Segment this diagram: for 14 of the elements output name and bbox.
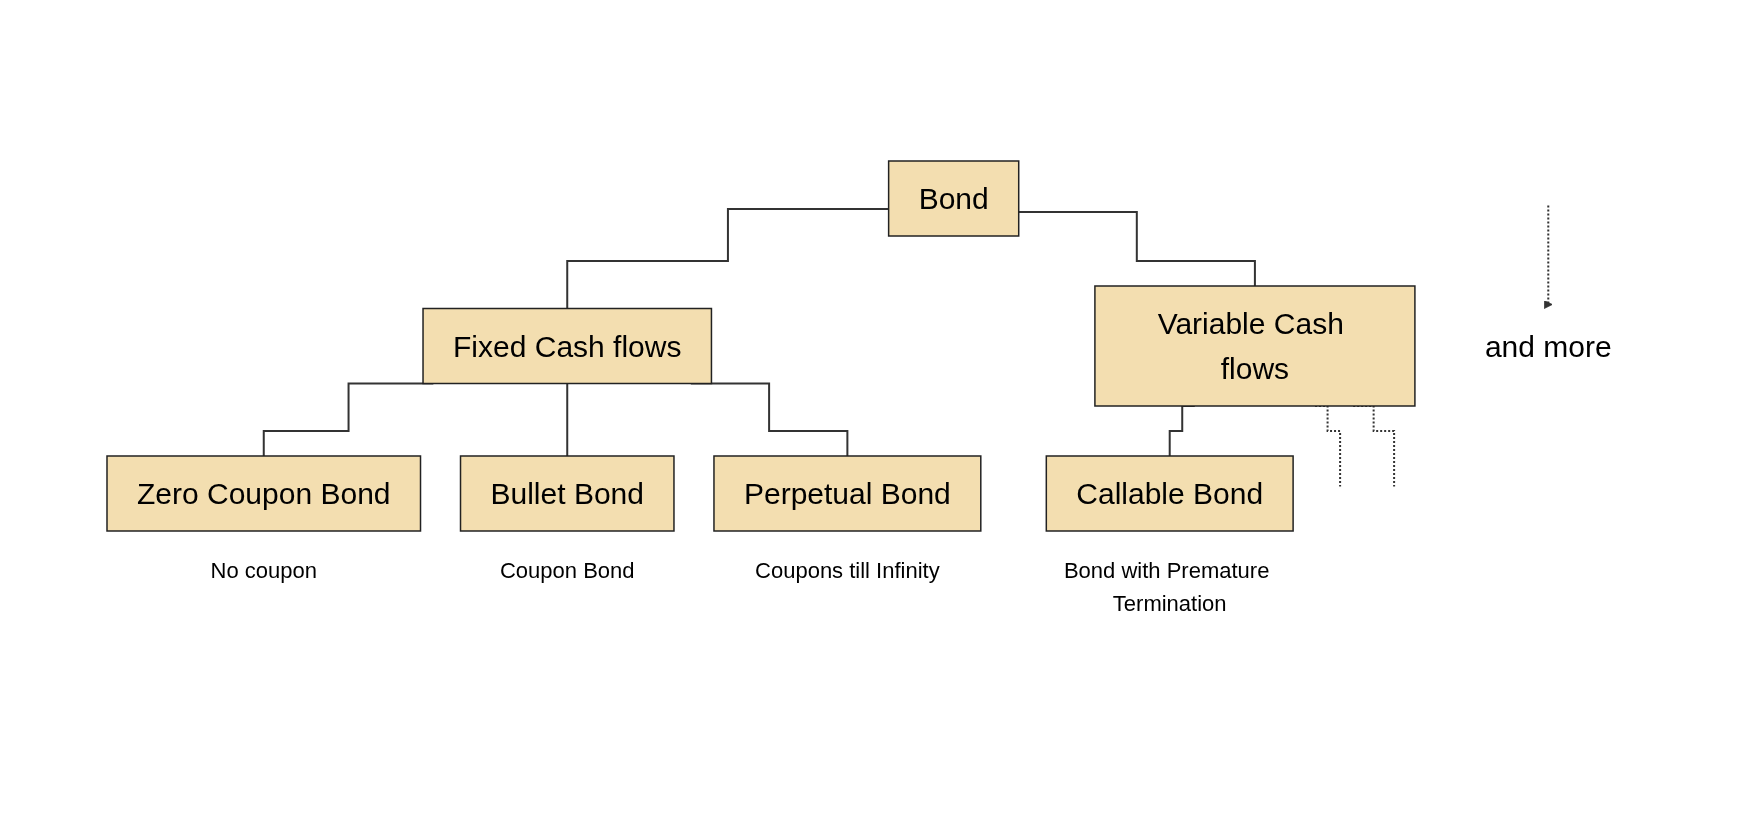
node-box: Callable Bond: [1045, 455, 1294, 532]
arrow: [1543, 204, 1553, 309]
node-box: Perpetual Bond: [712, 455, 982, 532]
node-text: and more: [1484, 329, 1612, 363]
node-box: Zero Coupon Bond: [105, 455, 421, 532]
node-label: Coupons till Infinity: [754, 558, 940, 583]
node-box: Bullet Bond: [459, 455, 675, 532]
node-label: Bond with Premature Termination: [1063, 558, 1270, 616]
node-box: Fixed Cash flows: [421, 307, 712, 385]
node-label: Coupon Bond: [499, 558, 635, 583]
node-box: Bond: [887, 160, 1020, 237]
connector: [565, 382, 568, 457]
node-box: Variable Cash flows: [1093, 285, 1416, 407]
node-label: No coupon: [210, 558, 317, 583]
